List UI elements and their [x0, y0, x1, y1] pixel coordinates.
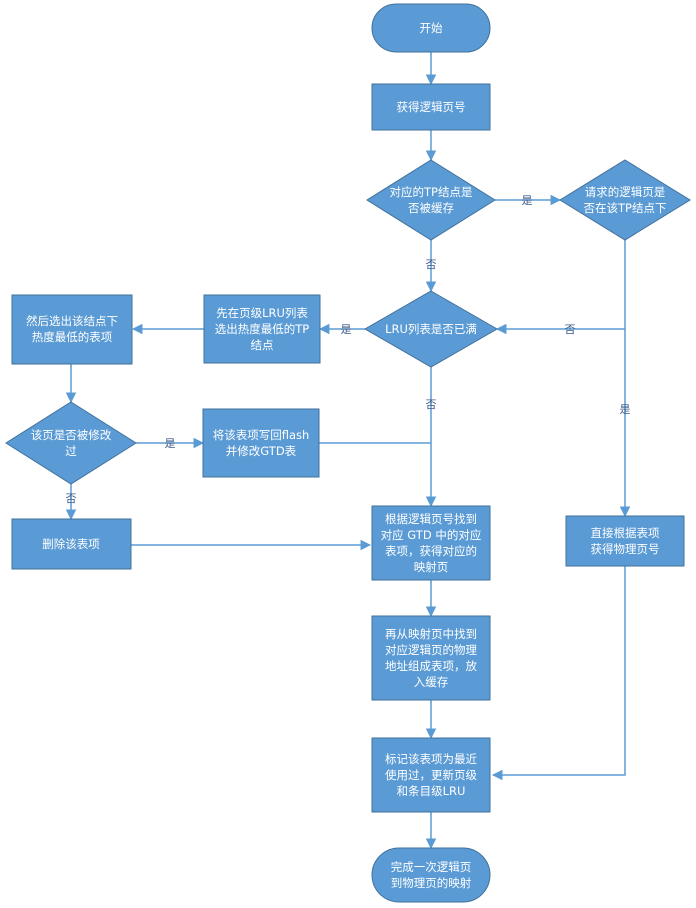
label-line: 该页是否被修改 [31, 428, 112, 442]
label-line: 完成一次逻辑页 [391, 860, 472, 874]
lru-full-diamond [363, 290, 499, 368]
lru-full-label: LRU列表是否已满 [385, 322, 477, 336]
label-line: 映射页 [414, 560, 449, 574]
label-line: 删除该表项 [42, 537, 100, 551]
label-line: 再从映射页中找到 [385, 627, 477, 641]
label-line: 请求的逻辑页是 [585, 185, 666, 199]
pick-tp-box [203, 294, 321, 364]
label-line: 地址组成表项，放 [385, 659, 477, 673]
label-line: 根据逻辑页号找到 [385, 512, 477, 526]
edges [65, 52, 631, 850]
label-line: 热度最低的表项 [32, 330, 113, 344]
label-line: 到物理页的映射 [391, 876, 472, 890]
writeback-box [202, 408, 320, 478]
label-line: 直接根据表项 [591, 526, 660, 540]
label-line: 使用过，更新页级 [385, 768, 477, 782]
mark-label: 标记该表项为最近使用过，更新页级和条目级LRU [385, 752, 477, 798]
delete-label: 删除该表项 [42, 537, 100, 551]
start-terminal [371, 3, 491, 53]
label-line: 否被缓存 [408, 201, 454, 215]
label-line: 入缓存 [414, 675, 449, 689]
label-in-tp-yes: 是 [620, 403, 631, 416]
label-tp-cached-yes: 是 [522, 194, 533, 207]
pick-entry-box [11, 294, 133, 365]
start-label: 开始 [420, 21, 443, 35]
label-line: 对应的TP结点是 [390, 185, 473, 199]
label-line: 标记该表项为最近 [385, 752, 477, 766]
label-modified-yes: 是 [165, 437, 176, 450]
label-tp-cached-no: 否 [426, 258, 437, 271]
label-line: 将该表项写回flash [213, 428, 310, 442]
label-line: 然后选出该结点下 [26, 314, 118, 328]
label-line: 开始 [420, 21, 443, 35]
label-line: 先在页级LRU列表 [216, 306, 308, 320]
label-lru-full-no: 否 [426, 398, 437, 411]
writeback-label: 将该表项写回flash 并修改GTD表 [213, 428, 310, 458]
label-line: 选出热度最低的TP [215, 322, 310, 336]
find-phys-box [371, 615, 491, 701]
tp-cached-label: 对应的TP结点是否被缓存 [390, 185, 473, 215]
get-page-box [371, 83, 491, 131]
label-modified-no: 否 [66, 492, 77, 505]
edge-direct-to-mark [491, 566, 626, 781]
find-gtd-label: 根据逻辑页号找到对应 GTD 中的对应表项，获得对应的映射页 [381, 512, 482, 574]
node-labels: 开始 获得逻辑页号 对应的TP结点是否被缓存 请求的逻辑页是否在该TP结点下 L… [26, 21, 666, 890]
mark-box [371, 737, 491, 813]
label-line: 表项，获得对应的 [385, 544, 477, 558]
label-lru-full-yes: 是 [341, 323, 352, 336]
modified-label: 该页是否被修改过 [31, 428, 112, 458]
modified-diamond [5, 401, 137, 485]
label-line: 否在该TP结点下 [584, 201, 667, 215]
direct-box [565, 515, 685, 567]
pick-tp-label: 先在页级LRU列表选出热度最低的TP 结点 [215, 306, 310, 352]
direct-label: 直接根据表项获得物理页号 [591, 526, 660, 556]
pick-entry-label: 然后选出该结点下热度最低的表项 [26, 314, 118, 344]
delete-box [11, 518, 132, 570]
label-line: 对应 GTD 中的对应 [381, 528, 482, 542]
label-line: LRU列表是否已满 [385, 322, 477, 336]
label-line: 对应逻辑页的物理 [385, 643, 477, 657]
find-gtd-box [371, 505, 491, 581]
shapes [5, 3, 691, 903]
in-tp-label: 请求的逻辑页是否在该TP结点下 [584, 185, 667, 215]
end-label: 完成一次逻辑页到物理页的映射 [391, 860, 472, 890]
end-terminal [371, 847, 491, 903]
label-line: 结点 [251, 338, 274, 352]
label-line: 过 [65, 444, 77, 458]
edge-labels: 是 否 否 是 是 否 是 否 [66, 194, 631, 505]
find-phys-label: 再从映射页中找到对应逻辑页的物理地址组成表项，放入缓存 [385, 627, 477, 689]
get-page-label: 获得逻辑页号 [397, 100, 466, 114]
label-line: 获得逻辑页号 [397, 100, 466, 114]
label-line: 并修改GTD表 [226, 444, 297, 458]
in-tp-diamond [559, 159, 691, 241]
label-in-tp-no: 否 [565, 323, 576, 336]
label-line: 和条目级LRU [397, 784, 466, 798]
tp-cached-diamond [366, 159, 496, 241]
edge-in-tp-to-lru-full [495, 240, 626, 335]
label-line: 获得物理页号 [591, 542, 660, 556]
